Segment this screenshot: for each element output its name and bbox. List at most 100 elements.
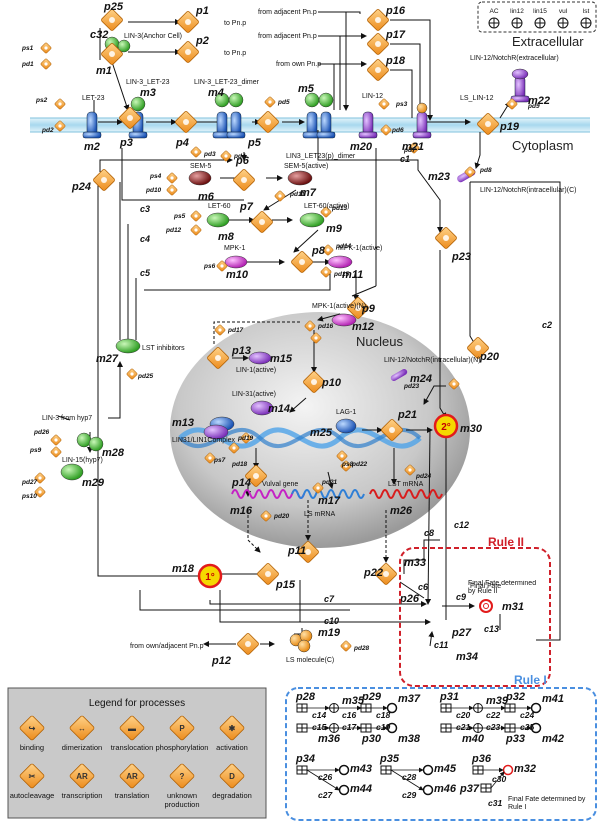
process-p17 <box>367 33 389 55</box>
param-p20-icon <box>320 266 332 278</box>
rule1-p35-and <box>380 765 392 775</box>
lin12-notch-intra-c-label: LIN-12/NotchR(intracellular)(C) <box>480 187 576 194</box>
param-pd1-label: pd1 <box>21 61 34 68</box>
process-p2-bind <box>101 43 123 65</box>
rule1-m39-or <box>473 703 483 713</box>
rule1-p33-and <box>504 723 516 733</box>
node-p19: p19 <box>499 121 520 133</box>
param-p38-icon <box>340 640 352 652</box>
rule1-m32: m32 <box>514 763 536 775</box>
node-c12: c12 <box>454 520 469 530</box>
ls-lin12-label: LS_LIN-12 <box>460 95 494 102</box>
lin3-hyp7-label: LIN-3 from hyp7 <box>42 415 92 422</box>
lst-inhibitors-label: LST inhibitors <box>142 345 185 352</box>
rule1-m44: m44 <box>350 783 372 795</box>
to-pnp-1: to Pn.p <box>224 20 246 27</box>
legend-binding: ↪binding <box>19 715 45 752</box>
node-p4: p4 <box>175 137 189 149</box>
legend-autocleavage: ✂autocleavage <box>10 763 54 800</box>
node-c9: c9 <box>456 592 466 602</box>
rule1-m44-node <box>338 784 350 796</box>
param-pd13-label: pd13 <box>331 205 348 212</box>
rule-2-title: Rule II <box>488 535 524 549</box>
node-m27: m27 <box>96 353 119 365</box>
node-m33: m33 <box>404 557 426 569</box>
node-c13: c13 <box>484 624 499 634</box>
node-p25: p25 <box>103 1 124 13</box>
lin15-hyp7-molecule <box>60 463 84 481</box>
param-p23-icon <box>310 332 322 344</box>
param-ps9-label: ps9 <box>29 447 42 454</box>
rule1-m36-or <box>329 723 339 733</box>
node-p6: p6 <box>235 155 250 167</box>
node-p11: p11 <box>287 545 306 557</box>
node-p15: p15 <box>275 579 296 591</box>
param-p14-icon <box>274 190 286 202</box>
rule1-p28: p28 <box>295 691 316 703</box>
param-p24-icon <box>448 378 460 390</box>
process-p1 <box>177 11 199 33</box>
rule1-c25: c25 <box>520 722 534 732</box>
process-p9 <box>347 297 369 319</box>
param-pd3-label: pd3 <box>203 151 216 158</box>
to-pnp-2: to Pn.p <box>224 50 246 57</box>
legend-title: Legend for processes <box>89 698 185 709</box>
region-cytoplasm: Cytoplasm <box>512 138 573 153</box>
process-p19 <box>477 113 499 135</box>
lag1-molecule <box>335 418 357 434</box>
rule1-p33: p33 <box>505 733 525 745</box>
mpk1-active-n-molecule <box>331 313 357 327</box>
param-pd17-label: pd17 <box>227 327 244 334</box>
rule-1-title: Rule I <box>514 673 547 687</box>
rule1-c28: c28 <box>402 772 416 782</box>
legend-activation: ✱activation <box>216 715 248 752</box>
node-p23: p23 <box>451 251 471 263</box>
param-p34-icon <box>34 472 46 484</box>
rule1-p31b-and <box>440 723 452 733</box>
rule1-p29: p29 <box>361 691 382 703</box>
ls-mrna <box>291 489 365 499</box>
param-pd19-label: pd19 <box>237 435 254 442</box>
param-p37-icon <box>312 482 324 494</box>
param-pd4-label: pd4 <box>233 153 246 160</box>
rule1-m43: m43 <box>350 763 372 775</box>
node-m30: m30 <box>460 423 483 435</box>
rule1-c24: c24 <box>520 710 534 720</box>
process-p12 <box>237 633 259 655</box>
rule1-p30: p30 <box>361 733 382 745</box>
node-p2: p2 <box>195 35 209 47</box>
param-p36-icon <box>260 510 272 522</box>
rule-2-final-fate: Final Fate <box>470 583 501 590</box>
node-p18: p18 <box>385 55 406 67</box>
node-p3: p3 <box>119 137 133 149</box>
node-c11: c11 <box>434 640 448 650</box>
legend-3-label: phosphorylation <box>156 743 209 752</box>
lin31-lin1-complex-b <box>203 424 229 440</box>
param-pd15-label: pd15 <box>333 271 350 278</box>
lin31-active-molecule <box>250 400 274 416</box>
node-c7: c7 <box>324 594 335 604</box>
fate-1-marker: 1° <box>197 563 223 589</box>
param-pd5-label: pd5 <box>277 99 290 106</box>
lin12-notch-intra-n-molecule <box>390 369 408 381</box>
lin3-anchor-molecule-2 <box>117 39 131 53</box>
lin12-notch-extra-label: LIN-12/NotchR(extracellular) <box>470 55 559 62</box>
param-pd9-label: pd9 <box>527 103 540 110</box>
m31-circle <box>479 599 493 613</box>
condition-vul: vul <box>559 8 568 15</box>
condition-lin15: lin15 <box>533 8 547 15</box>
param-p13-icon <box>166 184 178 196</box>
param-p16-icon <box>190 224 202 236</box>
rule-1-final-fate-label: Final Fate determined by Rule I <box>508 796 586 811</box>
let60-active-molecule <box>299 212 325 228</box>
param-pd25-label: pd25 <box>137 373 154 380</box>
param-p9-icon <box>408 142 420 154</box>
param-ps3-label: ps3 <box>395 101 408 108</box>
param-pd21-label: pd21 <box>321 479 338 486</box>
sem5-molecule <box>188 170 212 186</box>
lin1-active-molecule <box>248 351 272 365</box>
